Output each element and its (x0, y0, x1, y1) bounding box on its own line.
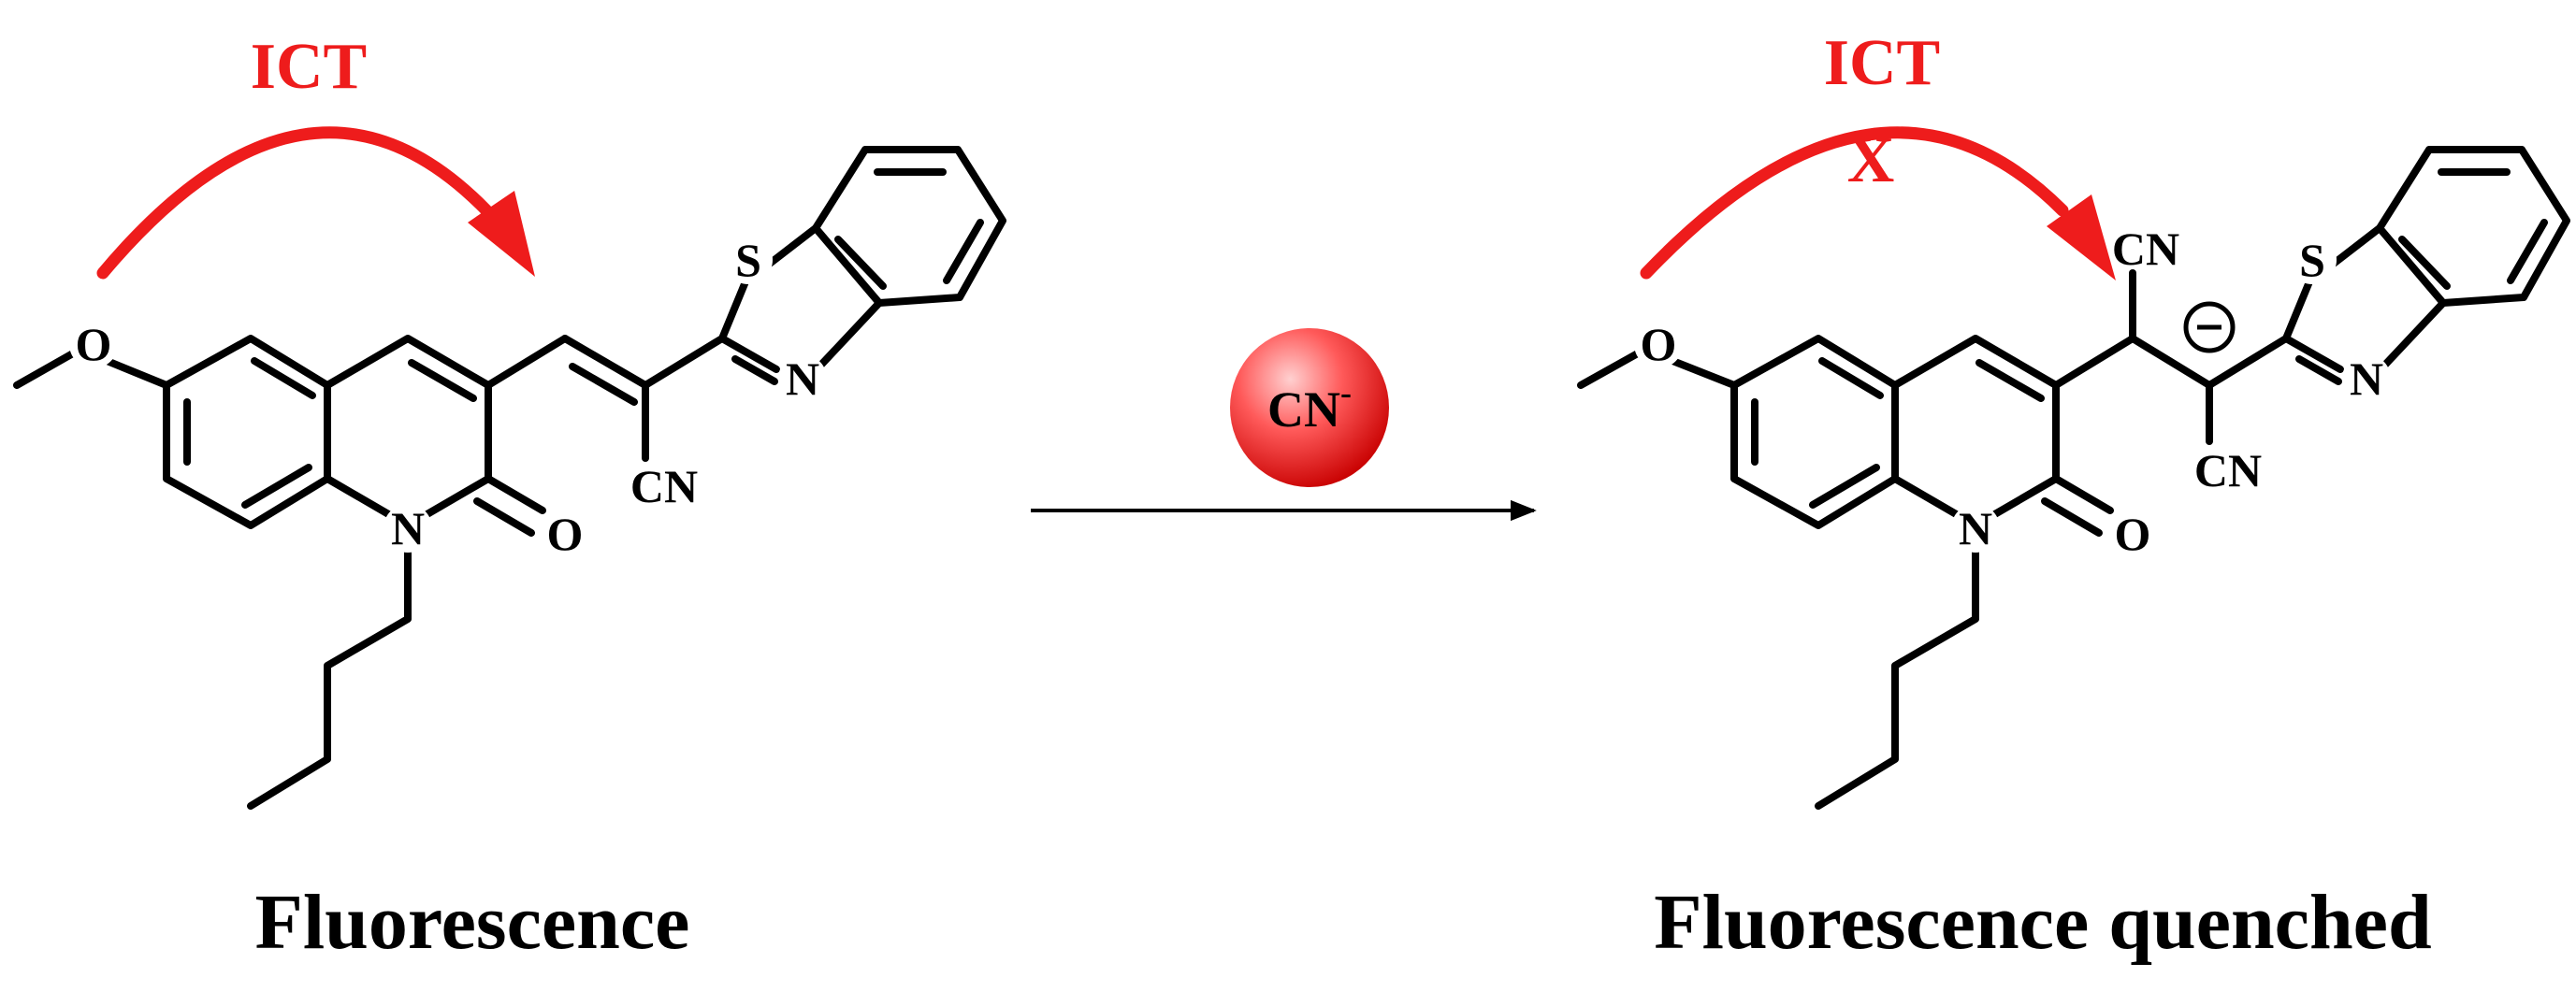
reactant-molecule: O N O S N CN ICT Fluorescence (13, 31, 1006, 966)
product-ict-arc (1640, 126, 2069, 280)
product-thiazole-sulfur: S (2299, 234, 2325, 286)
product-ring-nitrogen: N (1959, 502, 1992, 554)
product-ether-oxygen: O (1641, 318, 1677, 370)
product-ict-arrowhead (2047, 194, 2116, 280)
product-bonds (1577, 146, 2570, 810)
reactant-cyano-group: CN (630, 460, 698, 512)
product-atom-labels: O N O S N CN CN (1634, 223, 2391, 560)
cyanide-ball (1230, 328, 1389, 487)
product-thiazole-nitrogen: N (2350, 352, 2383, 405)
reactant-thiazole-nitrogen: N (786, 352, 819, 405)
reagent-cyanide: CN- (1230, 328, 1389, 487)
reactant-caption: Fluorescence (255, 879, 690, 966)
reactant-ict-label: ICT (251, 31, 367, 103)
product-carbanion-charge (2183, 301, 2236, 353)
product-cyano-bottom: CN (2194, 444, 2262, 496)
product-ict-blocked-mark: X (1847, 124, 1895, 196)
reactant-carbonyl-oxygen: O (547, 508, 584, 560)
product-caption: Fluorescence quenched (1654, 879, 2431, 966)
reactant-bonds (13, 146, 1006, 810)
cyanide-label: CN- (1267, 374, 1352, 438)
reactant-atom-labels: O N O S N CN (69, 234, 827, 560)
product-molecule: O N O S N CN CN ICT X Fluorescence quenc… (1577, 27, 2570, 966)
reactant-ether-oxygen: O (76, 318, 112, 370)
reactant-ict-arc (96, 126, 493, 280)
reactant-thiazole-sulfur: S (735, 234, 761, 286)
reactant-ict-arrowhead (468, 191, 535, 277)
product-ict-label: ICT (1824, 27, 1940, 99)
reactant-ring-nitrogen: N (391, 502, 425, 554)
product-cyano-top: CN (2112, 223, 2179, 275)
product-carbonyl-oxygen: O (2115, 508, 2151, 560)
